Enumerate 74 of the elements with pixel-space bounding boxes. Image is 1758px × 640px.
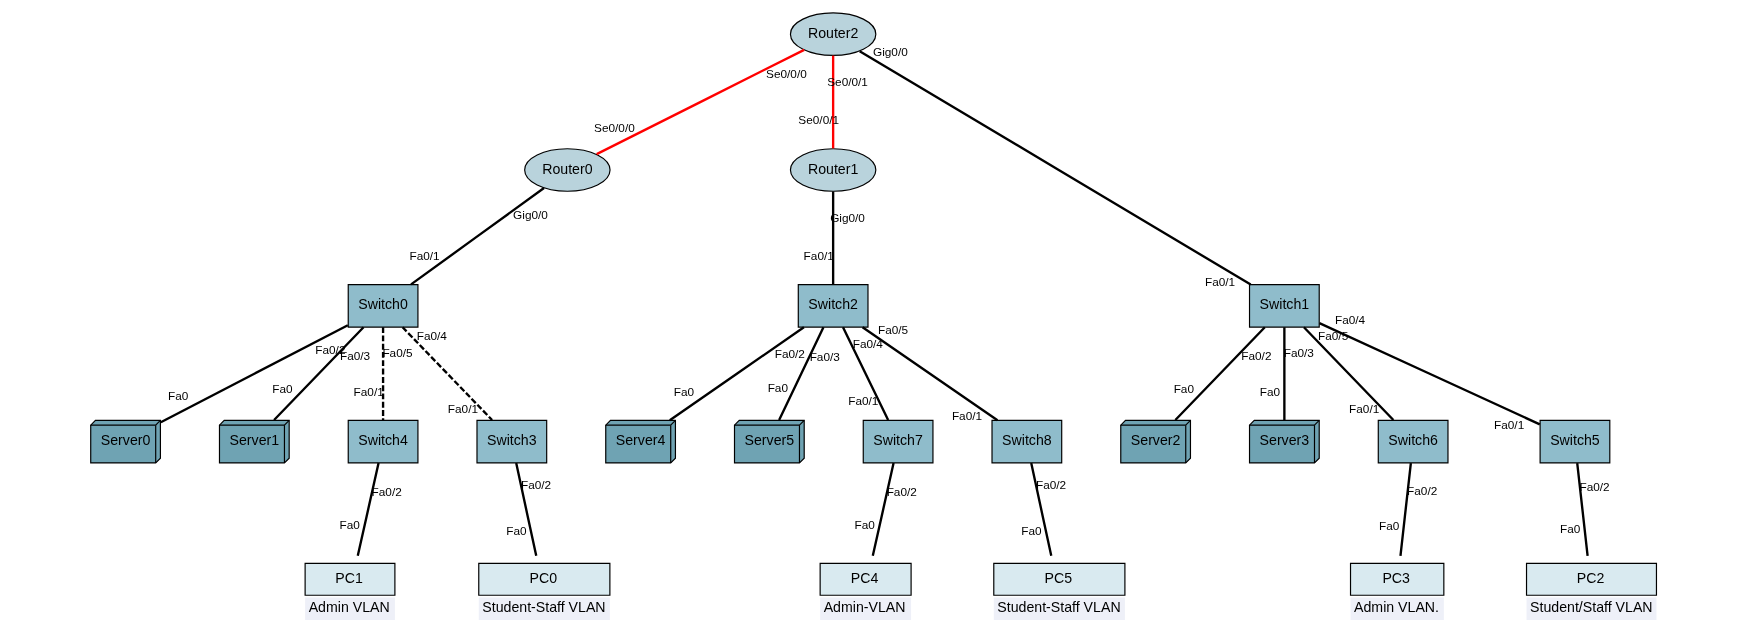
label: Fa0/1 <box>951 408 982 423</box>
connector <box>1318 322 1540 426</box>
label: Fa0/2 <box>886 484 917 499</box>
node-box: Switch7 <box>862 419 934 464</box>
connector <box>1398 462 1412 556</box>
connector <box>841 326 889 421</box>
connector <box>356 462 380 557</box>
label: Fa0/2 <box>1240 348 1271 363</box>
label: Fa0/4 <box>1334 313 1365 328</box>
label: Se0/0/0 <box>765 66 807 81</box>
connector <box>514 462 537 557</box>
label: Fa0/1 <box>1493 418 1524 433</box>
label: Fa0/4 <box>852 337 883 352</box>
label: Fa0/1 <box>1348 402 1379 417</box>
node-box: Switch6 <box>1377 419 1449 464</box>
label: Fa0/1 <box>1204 274 1235 289</box>
label: Fa0/2 <box>774 346 805 361</box>
label: Fa0 <box>1378 519 1399 534</box>
connector <box>272 326 364 421</box>
connector <box>409 187 545 286</box>
label: Fa0/3 <box>1283 346 1314 361</box>
node-label: Admin VLAN. <box>1353 599 1439 616</box>
connector <box>861 326 998 422</box>
label: Se0/0/0 <box>593 120 635 135</box>
node-label: Admin-VLAN <box>823 599 906 616</box>
node-box: Switch3 <box>475 419 547 464</box>
label: Fa0 <box>854 518 875 533</box>
node-box: Switch5 <box>1539 419 1610 464</box>
node-ellipse: Router0 <box>523 148 611 192</box>
label: Fa0/1 <box>447 402 478 417</box>
label: Fa0 <box>505 524 527 539</box>
node-ellipse: Router1 <box>789 148 876 192</box>
label: Fa0/2 <box>1035 478 1066 493</box>
node-label: Student/Staff VLAN <box>1529 599 1653 616</box>
connector <box>1282 327 1286 421</box>
node-box: Switch2 <box>797 283 869 328</box>
node-box: Switch0 <box>347 283 418 328</box>
connector <box>831 55 834 149</box>
node-label: Admin VLAN <box>308 599 390 616</box>
node-box: Switch1 <box>1248 283 1320 328</box>
connector <box>159 324 348 424</box>
label: Fa0/2 <box>520 478 551 493</box>
label: Fa0 <box>1559 522 1580 537</box>
node-box: Switch8 <box>990 419 1062 464</box>
connector <box>1302 326 1394 421</box>
connector <box>381 327 384 421</box>
connector <box>668 326 805 422</box>
label: Fa0 <box>1173 382 1194 397</box>
connector <box>595 48 805 156</box>
connector <box>871 462 895 557</box>
label: Fa0 <box>1259 384 1280 399</box>
label: Fa0/1 <box>353 384 384 399</box>
label: Fa0 <box>271 382 293 397</box>
node-box: Switch4 <box>347 419 418 464</box>
label: Fa0/5 <box>877 322 908 337</box>
node-label: Student-Staff VLAN <box>996 599 1121 616</box>
label: Fa0 <box>167 388 188 403</box>
label: Fa0 <box>338 518 360 533</box>
label: Fa0 <box>1020 524 1042 539</box>
label: Fa0/4 <box>416 328 447 343</box>
connector <box>777 326 824 421</box>
connector <box>401 326 493 421</box>
connector <box>1174 326 1266 421</box>
label: Fa0/1 <box>847 393 878 408</box>
label: Fa0 <box>767 381 788 396</box>
label: Gig0/0 <box>512 207 548 222</box>
label: Fa0/1 <box>408 248 440 263</box>
connector <box>831 191 834 285</box>
connector <box>858 50 1251 286</box>
label: Fa0/3 <box>809 349 840 364</box>
node-label: Student-Staff VLAN <box>481 599 606 616</box>
label: Fa0 <box>673 384 694 399</box>
connector <box>1029 462 1052 557</box>
connector <box>1575 462 1589 556</box>
